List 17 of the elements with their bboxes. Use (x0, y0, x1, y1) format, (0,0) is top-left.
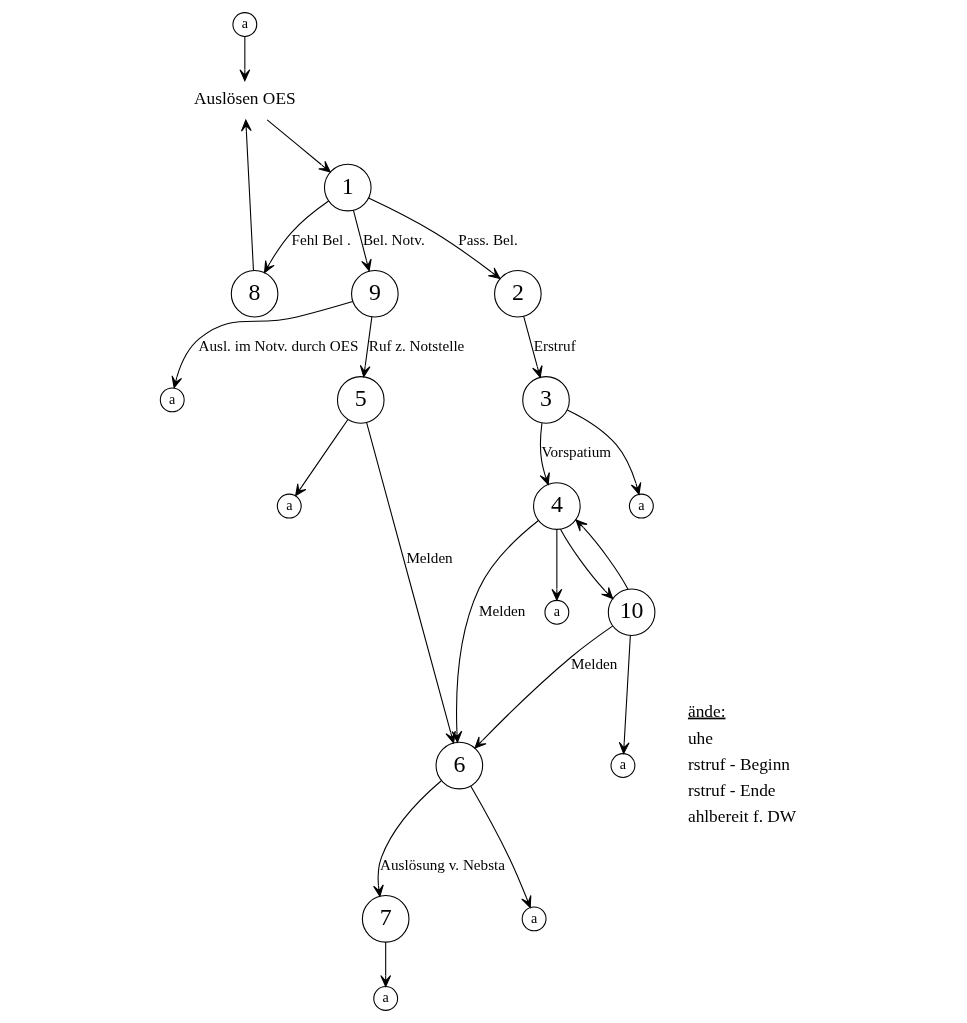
edge-label: Fehl Bel . (291, 230, 351, 248)
edge-label: Melden (405, 549, 453, 567)
label: rstruf - Beginn (687, 754, 790, 774)
label: ände: (687, 701, 725, 721)
edge-label: Ruf z. Notstelle (368, 336, 464, 354)
edge-label: Ausl. im Notv. durch OES (198, 336, 358, 354)
label: rstruf - Ende (687, 780, 776, 800)
edge-label: Melden (478, 602, 525, 620)
label: uhe (687, 728, 713, 748)
node-text: Auslösen OES (193, 89, 296, 109)
edge-label: Bel. Notv. (362, 230, 425, 248)
edge-label: Melden (570, 655, 617, 673)
edge-label: Erstruf (533, 336, 576, 354)
edge-label: Vorspatium (541, 443, 611, 460)
label: ahlbereit f. DW (687, 806, 796, 826)
edge-label: Pass. Bel. (457, 230, 518, 248)
edge-label: Auslösung v. Nebsta (379, 855, 505, 873)
